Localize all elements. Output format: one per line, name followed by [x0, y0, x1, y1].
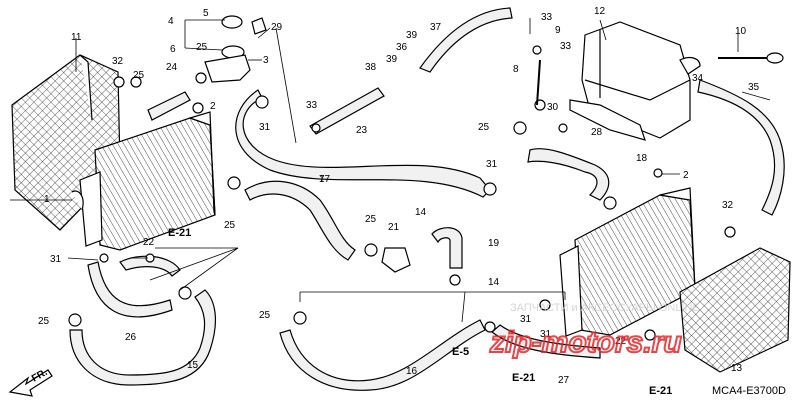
- callout-29: 29: [271, 22, 283, 33]
- hose-24: [147, 91, 191, 121]
- callout-13: 13: [731, 363, 743, 374]
- callout-31e: 31: [520, 314, 532, 325]
- callout-2a: 2: [210, 101, 216, 112]
- leader-lines: [10, 18, 771, 323]
- callout-23: 23: [356, 125, 368, 136]
- hose-37: [419, 7, 513, 73]
- right-radiator-shroud: [679, 247, 791, 373]
- callout-25d: 25: [365, 214, 377, 225]
- callout-37: 37: [430, 22, 442, 33]
- callout-9: 9: [555, 25, 561, 36]
- callout-39a: 39: [406, 30, 418, 41]
- hose-22-left: [119, 255, 181, 277]
- reserve-tank: [569, 21, 701, 141]
- callout-14b: 14: [488, 277, 500, 288]
- callout-31c: 31: [50, 254, 62, 265]
- callout-33b: 33: [541, 12, 553, 23]
- section-ref-e21-left: E-21: [168, 227, 191, 239]
- callout-39b: 39: [386, 54, 398, 65]
- callout-19: 19: [488, 238, 500, 249]
- callout-16: 16: [406, 366, 418, 377]
- callout-30: 30: [547, 102, 559, 113]
- hose-35: [697, 79, 785, 216]
- hose-26: [87, 261, 173, 318]
- callout-24: 24: [166, 62, 178, 73]
- callout-17-label: 17: [319, 174, 331, 185]
- hose-18: [527, 148, 610, 201]
- section-ref-e5: E-5: [452, 346, 469, 358]
- callout-38: 38: [365, 62, 377, 73]
- callout-31d: 31: [540, 329, 552, 340]
- callout-15: 15: [187, 360, 199, 371]
- callout-26: 26: [125, 332, 137, 343]
- callout-4: 4: [168, 16, 174, 27]
- callout-10: 10: [735, 26, 747, 37]
- section-ref-e21-bottom: E-21: [512, 372, 535, 384]
- hose-27: [491, 324, 601, 359]
- callout-32b: 32: [722, 200, 734, 211]
- diagram-code: MCA4-E3700D: [712, 385, 786, 397]
- callout-25a: 25: [133, 70, 145, 81]
- callout-34: 34: [692, 73, 704, 84]
- callout-25e: 25: [478, 122, 490, 133]
- callout-8: 8: [513, 64, 519, 75]
- watermark-small-text: ЗАПЧАСТИ и АКСЕССУАРЫ ONLINE: [510, 302, 700, 314]
- filler-neck-assembly: [204, 15, 267, 83]
- callout-32a: 32: [112, 56, 124, 67]
- callout-25f: 25: [259, 310, 271, 321]
- callout-1: 1: [44, 194, 50, 205]
- callout-22a: 22: [143, 237, 155, 248]
- callout-33a: 33: [306, 100, 318, 111]
- callout-28: 28: [591, 127, 603, 138]
- callout-27: 27: [558, 375, 570, 386]
- hose-19: [431, 227, 463, 269]
- callout-3: 3: [263, 55, 269, 66]
- callout-7: 7: [319, 174, 325, 185]
- hose-38: [309, 87, 385, 135]
- part-callouts: 1 2 2 3 4 5 6 7 8 9 10 11 12 13 14 14 15…: [38, 6, 760, 386]
- front-arrow: FR.: [8, 367, 53, 397]
- joint-21: [381, 247, 411, 273]
- callout-31b: 31: [486, 159, 498, 170]
- clamp-set: [68, 45, 736, 341]
- watermark: ЗАПЧАСТИ и АКСЕССУАРЫ ONLINE zip-motors.…: [488, 302, 700, 360]
- callout-11: 11: [71, 32, 82, 43]
- callout-33c: 33: [560, 41, 572, 52]
- callout-14a: 14: [415, 207, 427, 218]
- callout-21: 21: [388, 222, 400, 233]
- right-radiator: [559, 187, 696, 337]
- callout-25g: 25: [38, 316, 50, 327]
- callout-6: 6: [170, 44, 176, 55]
- section-ref-e21-right: E-21: [649, 385, 672, 397]
- section-refs: E-21 E-21 E-21 E-5: [168, 227, 672, 397]
- callout-22b: 22: [615, 336, 627, 347]
- callout-5: 5: [203, 8, 209, 19]
- watermark-big-text: zip-motors.ru: [489, 326, 682, 359]
- bolt-8: [536, 59, 541, 106]
- callout-18: 18: [636, 153, 648, 164]
- hose-16: [279, 319, 486, 391]
- callout-2b: 2: [683, 170, 689, 181]
- front-arrow-label: FR.: [30, 367, 50, 385]
- hose-23: [235, 89, 491, 198]
- left-radiator: [71, 111, 216, 251]
- breather-10: [718, 52, 784, 64]
- hose-15: [69, 289, 216, 386]
- callout-31a: 31: [259, 122, 271, 133]
- front-arrow-icon: [8, 369, 53, 397]
- callout-25c: 25: [224, 220, 236, 231]
- hose-17: [244, 180, 356, 261]
- callout-12: 12: [594, 6, 606, 17]
- callout-36: 36: [396, 42, 408, 53]
- callout-25b: 25: [196, 42, 208, 53]
- callout-35: 35: [748, 82, 760, 93]
